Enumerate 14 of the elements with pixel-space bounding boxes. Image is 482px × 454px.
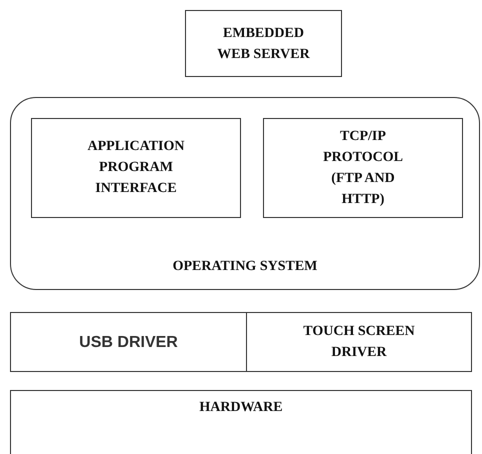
layer-label: APPLICATION PROGRAM INTERFACE: [86, 138, 186, 198]
layer-box: [10, 390, 472, 454]
layer-label: EMBEDDED WEB SERVER: [216, 25, 311, 64]
layer-box: [10, 312, 247, 372]
layer-box: [31, 118, 241, 218]
layer-label: TOUCH SCREEN DRIVER: [302, 323, 416, 362]
layer-label: OPERATING SYSTEM: [172, 258, 318, 276]
layer-label: USB DRIVER: [78, 333, 179, 353]
layer-panel: [10, 97, 480, 290]
layer-box: [263, 118, 463, 218]
layer-label: HARDWARE: [198, 399, 284, 417]
layer-label: TCP/IP PROTOCOL (FTP AND HTTP): [322, 128, 404, 209]
layer-box: [185, 10, 342, 77]
layer-box: [246, 312, 472, 372]
